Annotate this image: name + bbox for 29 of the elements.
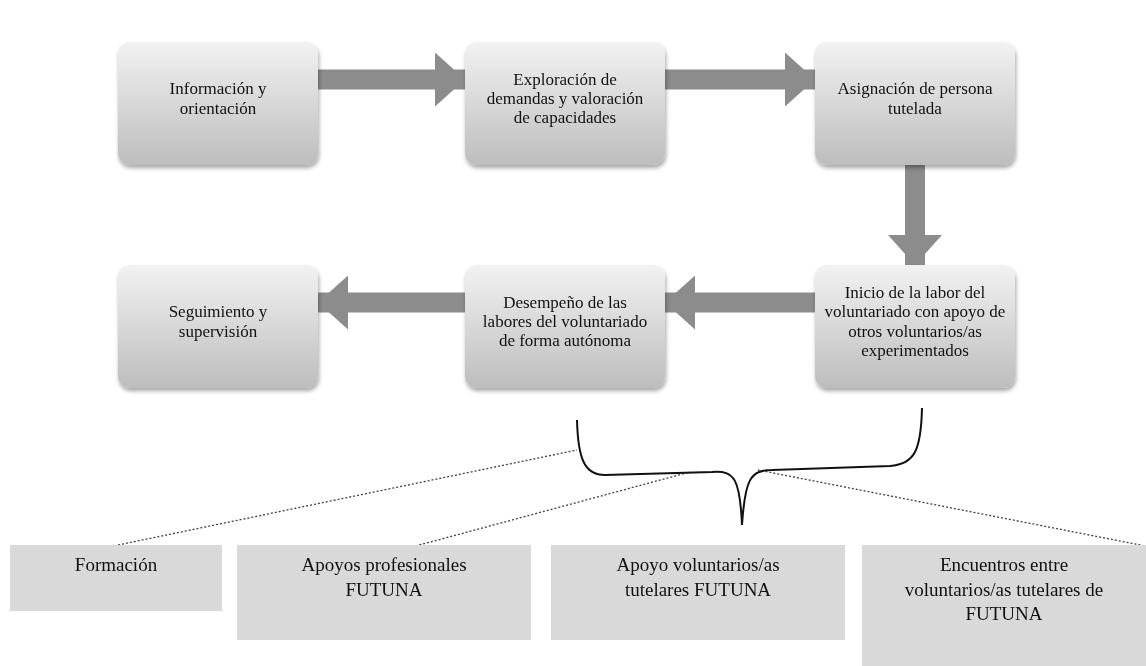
process-box	[465, 42, 665, 165]
process-box	[118, 265, 318, 388]
box-text: Encuentros entre voluntarios/as tutelares de FUTUNA	[903, 553, 1105, 627]
support-box	[237, 545, 531, 640]
process-box	[118, 42, 318, 165]
block-arrow	[318, 52, 465, 107]
box-text: Información y orientación	[168, 79, 268, 118]
curly-brace	[576, 407, 924, 527]
block-arrow	[665, 275, 815, 330]
box-text: Apoyo voluntarios/as tutelares FUTUNA	[615, 553, 781, 602]
process-box	[465, 265, 665, 388]
box-text: Apoyos profesionales FUTUNA	[300, 553, 468, 602]
process-box	[815, 265, 1015, 388]
block-arrow	[318, 275, 465, 330]
box-text: Asignación de persona tutelada	[836, 79, 994, 118]
support-box	[551, 545, 845, 640]
box-text: Exploración de demandas y valoración de capacidades	[485, 69, 645, 128]
block-arrow	[888, 165, 942, 265]
box-text: Seguimiento y supervisión	[167, 302, 269, 341]
leader-line	[757, 469, 1141, 546]
leader-line	[418, 471, 691, 546]
block-arrow	[665, 52, 815, 107]
box-text: Formación	[74, 553, 158, 577]
process-box	[815, 42, 1015, 165]
support-box	[10, 545, 222, 611]
box-text: Desempeño de las labores del voluntariado de forma autónoma	[481, 292, 649, 351]
box-text: Inicio de la labor del voluntariado con apoyo de otros voluntarios/as experimentados	[823, 283, 1007, 360]
leader-line	[117, 449, 578, 546]
support-box	[862, 545, 1146, 666]
